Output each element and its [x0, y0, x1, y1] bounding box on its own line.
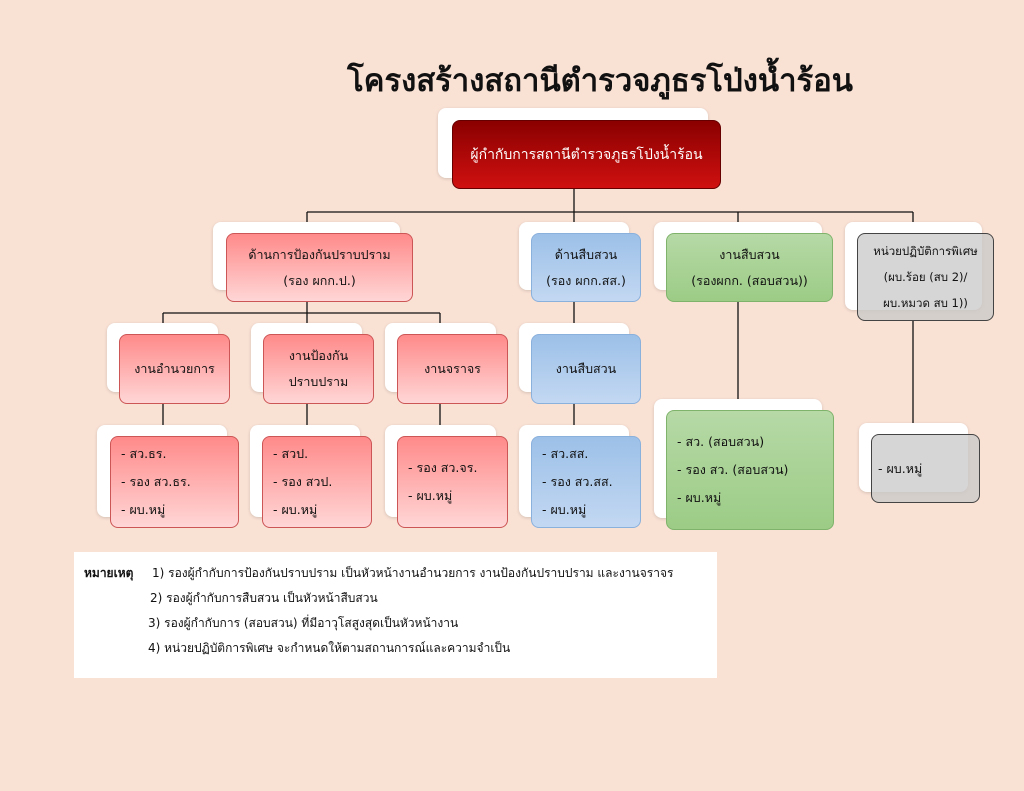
staff-item: - รอง สวป. [273, 474, 333, 489]
legend-note: 2) รองผู้กำกับการสืบสวน เป็นหัวหน้าสืบสว… [150, 591, 378, 605]
special-ops-box: หน่วยปฏิบัติการพิเศษ (ผบ.ร้อย (สบ 2)/ ผบ.ห… [857, 233, 994, 321]
prevention-division-box: ด้านการป้องกันปราบปราม (รอง ผกก.ป.) [226, 233, 413, 302]
box-title: หน่วยปฏิบัติการพิเศษ [873, 244, 978, 258]
inquiry-staff-box: - สว. (สอบสวน) - รอง สว. (สอบสวน) - ผบ.หมู… [666, 410, 834, 530]
staff-item: - ผบ.หมู่ [878, 460, 923, 476]
box-subtitle: (รองผกก. (สอบสวน)) [691, 272, 808, 288]
staff-item: - ผบ.หมู่ [542, 502, 587, 517]
staff-item: - รอง สว. (สอบสวน) [677, 462, 789, 477]
prevention-work-box: งานป้องกันปราบปราม [263, 334, 374, 404]
staff-item: - ผบ.หมู่ [677, 490, 722, 505]
admin-staff-box: - สว.ธร. - รอง สว.ธร. - ผบ.หมู่ [110, 436, 239, 528]
staff-item: - สว.สส. [542, 446, 589, 461]
investigation-staff-box: - สว.สส. - รอง สว.สส. - ผบ.หมู่ [531, 436, 641, 528]
staff-item: - ผบ.หมู่ [121, 502, 166, 517]
investigation-work-box: งานสืบสวน [531, 334, 641, 404]
investigation-division-box: ด้านสืบสวน (รอง ผกก.สส.) [531, 233, 641, 302]
box-subtitle: (รอง ผกก.ป.) [283, 272, 356, 288]
traffic-work-box: งานจราจร [397, 334, 508, 404]
box-title: งานสืบสวน [719, 246, 780, 262]
box-title: ปราบปราม [288, 374, 349, 389]
staff-item: - รอง สว.ธร. [121, 474, 191, 489]
staff-item: - ผบ.หมู่ [273, 502, 318, 517]
box-title: งานสืบสวน [555, 361, 617, 376]
box-subtitle: (ผบ.ร้อย (สบ 2)/ [883, 270, 968, 284]
admin-work-box: งานอำนวยการ [119, 334, 230, 404]
legend-note: 4) หน่วยปฏิบัติการพิเศษ จะกำหนดให้ตามสถา… [148, 641, 511, 655]
staff-item: - ผบ.หมู่ [408, 488, 453, 503]
staff-item: - สว.ธร. [121, 446, 167, 461]
chief-label: ผู้กำกับการสถานีตำรวจภูธรโป่งน้ำร้อน [470, 146, 703, 163]
chief-box: ผู้กำกับการสถานีตำรวจภูธรโป่งน้ำร้อน [452, 120, 721, 189]
box-title: งานอำนวยการ [134, 361, 215, 376]
box-title: งานจราจร [424, 361, 481, 376]
legend-notes: หมายเหตุ 1) รองผู้กำกับการป้องกันปราบปรา… [74, 552, 717, 678]
prevention-staff-box: - สวป. - รอง สวป. - ผบ.หมู่ [262, 436, 372, 528]
staff-item: - รอง สว.สส. [542, 474, 613, 489]
legend-label: หมายเหตุ [84, 566, 134, 580]
inquiry-work-box: งานสืบสวน (รองผกก. (สอบสวน)) [666, 233, 833, 302]
box-title: งานป้องกัน [288, 348, 349, 363]
legend-note: 3) รองผู้กำกับการ (สอบสวน) ที่มีอาวุโสสู… [148, 616, 459, 630]
box-subtitle: ผบ.หมวด สบ 1)) [883, 296, 968, 310]
box-title: ด้านสืบสวน [554, 246, 618, 262]
staff-item: - สวป. [273, 446, 309, 461]
legend-note: 1) รองผู้กำกับการป้องกันปราบปราม เป็นหัว… [152, 566, 674, 580]
staff-item: - รอง สว.จร. [408, 460, 478, 475]
staff-item: - สว. (สอบสวน) [677, 434, 765, 449]
page-title: โครงสร้างสถานีตำรวจภูธรโป่งน้ำร้อน [347, 63, 853, 99]
box-subtitle: (รอง ผกก.สส.) [546, 272, 626, 288]
box-title: ด้านการป้องกันปราบปราม [248, 246, 391, 262]
special-ops-staff-box: - ผบ.หมู่ [871, 434, 980, 503]
traffic-staff-box: - รอง สว.จร. - ผบ.หมู่ [397, 436, 508, 528]
